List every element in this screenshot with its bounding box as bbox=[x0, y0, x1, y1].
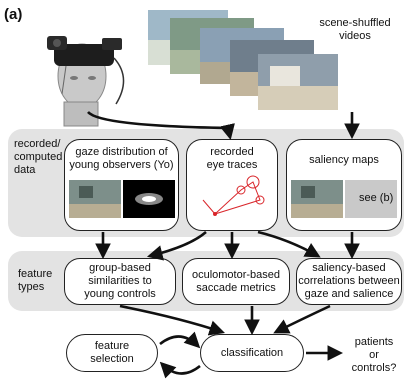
see-b-note: see (b) bbox=[359, 192, 394, 204]
videos-label-line: videos bbox=[339, 30, 371, 42]
band-label-line: computed bbox=[14, 151, 63, 163]
box-line: oculomotor-based bbox=[191, 268, 281, 281]
box-line: young observers (Yo) bbox=[69, 159, 174, 171]
feature-band-label: feature types bbox=[18, 268, 52, 294]
box-line: similarities to bbox=[88, 275, 152, 287]
arrow-classification-to-selection bbox=[159, 361, 201, 379]
arrow-selection-to-classification bbox=[159, 331, 201, 349]
eye-trace-plot bbox=[202, 175, 265, 216]
output-line: controls? bbox=[351, 362, 397, 374]
output-label: patients or controls? bbox=[344, 336, 404, 375]
box-line: feature bbox=[94, 340, 130, 352]
box-line: gaze distribution of bbox=[75, 146, 168, 158]
box-line: group-based bbox=[89, 262, 151, 274]
band-label-line: recorded/ bbox=[14, 138, 61, 150]
output-line: patients bbox=[354, 336, 394, 348]
box-line: saliency maps bbox=[309, 154, 379, 166]
box-line: classification bbox=[220, 346, 284, 359]
box-line: correlations between bbox=[298, 275, 400, 287]
eye-tracker-image bbox=[47, 36, 125, 127]
box-line: saliency-based bbox=[312, 262, 386, 274]
saliency-images bbox=[291, 180, 397, 218]
band-label-line: data bbox=[14, 164, 36, 176]
box-line: eye traces bbox=[206, 159, 258, 171]
group-based-box: group-based similarities to young contro… bbox=[64, 258, 176, 305]
band-label-line: feature bbox=[18, 268, 53, 280]
classification-box: classification bbox=[200, 334, 304, 372]
eye-traces-box: recorded eye traces bbox=[186, 139, 278, 231]
videos-label-line: scene-shuffled bbox=[319, 17, 391, 29]
box-line: recorded bbox=[210, 146, 254, 158]
box-line: saccade metrics bbox=[196, 281, 276, 294]
box-line: selection bbox=[90, 353, 134, 365]
recorded-band-label: recorded/ computed data bbox=[14, 138, 62, 177]
video-frames-stack bbox=[148, 10, 338, 110]
saliency-maps-box: saliency maps see (b) bbox=[286, 139, 402, 231]
gaze-distribution-box: gaze distribution of young observers (Yo… bbox=[64, 139, 179, 231]
saliency-based-box: saliency-based correlations between gaze… bbox=[296, 258, 402, 305]
gaze-images bbox=[69, 180, 175, 218]
output-line: or bbox=[369, 349, 379, 361]
band-label-line: types bbox=[18, 281, 45, 293]
feature-selection-box: feature selection bbox=[66, 334, 158, 372]
box-line: young controls bbox=[84, 288, 156, 300]
panel-label: (a) bbox=[4, 6, 23, 23]
box-line: gaze and salience bbox=[304, 288, 394, 300]
videos-label: scene-shuffled videos bbox=[315, 17, 395, 43]
oculomotor-box: oculomotor-based saccade metrics bbox=[182, 258, 290, 305]
